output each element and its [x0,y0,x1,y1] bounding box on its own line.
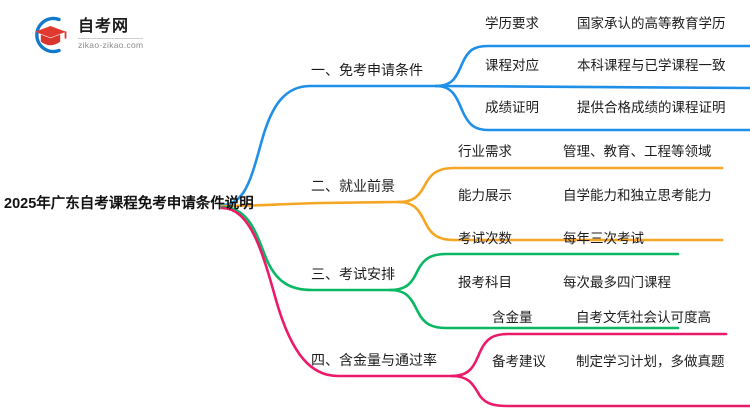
logo-wordmark: 自考网 zikao-zikao.com [78,18,144,51]
subtopic-value-4-1[interactable]: 自考文凭社会认可度高 [576,310,711,325]
subtopic-value-3-2[interactable]: 每次最多四门课程 [563,275,671,290]
logo-title: 自考网 [78,18,130,36]
site-logo: 自考网 zikao-zikao.com [28,12,188,58]
subtopic-value-1-2[interactable]: 本科课程与已学课程一致 [577,58,726,73]
branch-label-2[interactable]: 二、就业前景 [311,178,395,194]
subtopic-key-2-2[interactable]: 能力展示 [458,188,512,203]
subtopic-key-4-2[interactable]: 备考建议 [492,354,546,369]
branch-label-1[interactable]: 一、免考申请条件 [311,62,423,78]
branch-label-3[interactable]: 三、考试安排 [311,266,395,282]
subtopic-value-1-3[interactable]: 提供合格成绩的课程证明 [577,100,726,115]
logo-divider [78,37,144,39]
branch-2-connectors [220,166,724,242]
subtopic-key-1-1[interactable]: 学历要求 [485,16,539,31]
branch-4-connectors [220,206,750,408]
subtopic-key-3-2[interactable]: 报考科目 [458,275,512,290]
branch-3-connectors [220,205,680,330]
subtopic-value-3-1[interactable]: 每年三次考试 [563,231,644,246]
logo-domain: zikao-zikao.com [78,39,144,50]
subtopic-value-2-1[interactable]: 管理、教育、工程等领域 [563,144,712,159]
graduation-cap-in-circle-icon [28,14,72,56]
subtopic-value-4-2[interactable]: 制定学习计划，多做真题 [576,354,725,369]
subtopic-key-3-1[interactable]: 考试次数 [458,231,512,246]
subtopic-value-1-1[interactable]: 国家承认的高等教育学历 [577,16,726,31]
subtopic-value-2-2[interactable]: 自学能力和独立思考能力 [563,188,712,203]
subtopic-key-4-1[interactable]: 含金量 [492,310,533,325]
branch-1-connectors [220,44,750,207]
subtopic-key-1-2[interactable]: 课程对应 [485,58,539,73]
subtopic-key-2-1[interactable]: 行业需求 [458,144,512,159]
root-topic-label[interactable]: 2025年广东自考课程免考申请条件说明 [4,196,254,212]
subtopic-key-1-3[interactable]: 成绩证明 [485,100,539,115]
branch-label-4[interactable]: 四、含金量与通过率 [311,352,437,368]
